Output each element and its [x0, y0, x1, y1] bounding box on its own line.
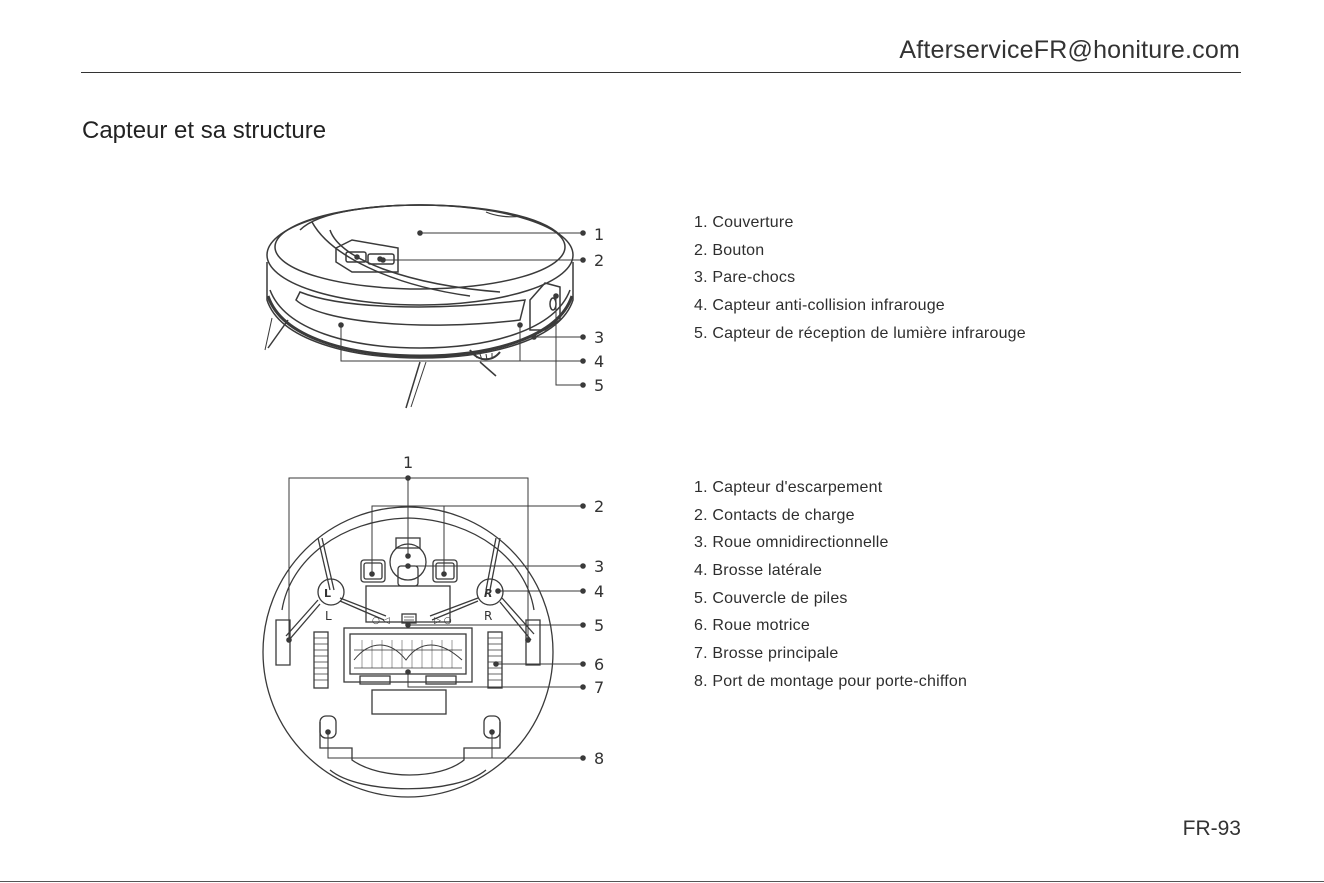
bottom-callout-1: 1 — [403, 453, 413, 472]
list-item: 5. Couvercle de piles — [694, 589, 848, 607]
bottom-rule — [0, 881, 1324, 882]
list-item: 6. Roue motrice — [694, 617, 810, 635]
list-item: 4. Brosse latérale — [694, 562, 823, 580]
bottom-callout-4: 4 — [594, 582, 604, 601]
bottom-callout-8: 8 — [594, 749, 604, 768]
right-side-label: R — [484, 609, 492, 623]
left-side-label: L — [325, 609, 332, 623]
top-callout-4: 4 — [594, 352, 604, 371]
robot-bottom-view-illustration: ○ ◁ ▷ ○ L R L R — [262, 453, 604, 798]
svg-text:○ ◁: ○ ◁ — [372, 616, 390, 626]
list-item: 1. Couverture — [694, 214, 794, 231]
top-callout-2: 2 — [594, 251, 604, 270]
bottom-callout-3: 3 — [594, 557, 604, 576]
robot-top-view-figure: 1 2 3 4 5 — [260, 195, 620, 415]
list-item: 3. Pare-chocs — [694, 269, 796, 287]
list-item: 5. Capteur de réception de lumière infra… — [694, 324, 1026, 342]
robot-bottom-view-figure: ○ ◁ ▷ ○ L R L R — [260, 448, 620, 806]
list-item: 3. Roue omnidirectionnelle — [694, 534, 889, 552]
bottom-parts-list: 1. Capteur d'escarpement 2. Contacts de … — [694, 474, 967, 696]
list-item: 2. Bouton — [694, 241, 765, 259]
header-rule — [81, 72, 1241, 73]
header-email: AfterserviceFR@honiture.com — [899, 36, 1240, 64]
robot-top-view-illustration: 1 2 3 4 5 — [264, 204, 604, 409]
list-item: 2. Contacts de charge — [694, 506, 855, 524]
bottom-callout-6: 6 — [594, 655, 604, 674]
svg-text:▷ ○: ▷ ○ — [434, 616, 452, 626]
list-item: 7. Brosse principale — [694, 645, 839, 663]
right-wheel-label-circle: R — [484, 587, 492, 600]
bottom-callout-7: 7 — [594, 678, 604, 697]
top-callout-5: 5 — [594, 376, 604, 395]
left-wheel-label-circle: L — [324, 587, 331, 600]
list-item: 1. Capteur d'escarpement — [694, 479, 883, 496]
page-number: FR-93 — [1182, 817, 1241, 840]
bottom-callout-2: 2 — [594, 497, 604, 516]
bottom-callout-5: 5 — [594, 616, 604, 635]
top-callout-3: 3 — [594, 328, 604, 347]
list-item: 4. Capteur anti-collision infrarouge — [694, 297, 945, 315]
top-callout-1: 1 — [594, 225, 604, 244]
top-parts-list: 1. Couverture 2. Bouton 3. Pare-chocs 4.… — [694, 209, 1026, 347]
list-item: 8. Port de montage pour porte-chiffon — [694, 672, 968, 690]
section-title: Capteur et sa structure — [82, 117, 327, 144]
